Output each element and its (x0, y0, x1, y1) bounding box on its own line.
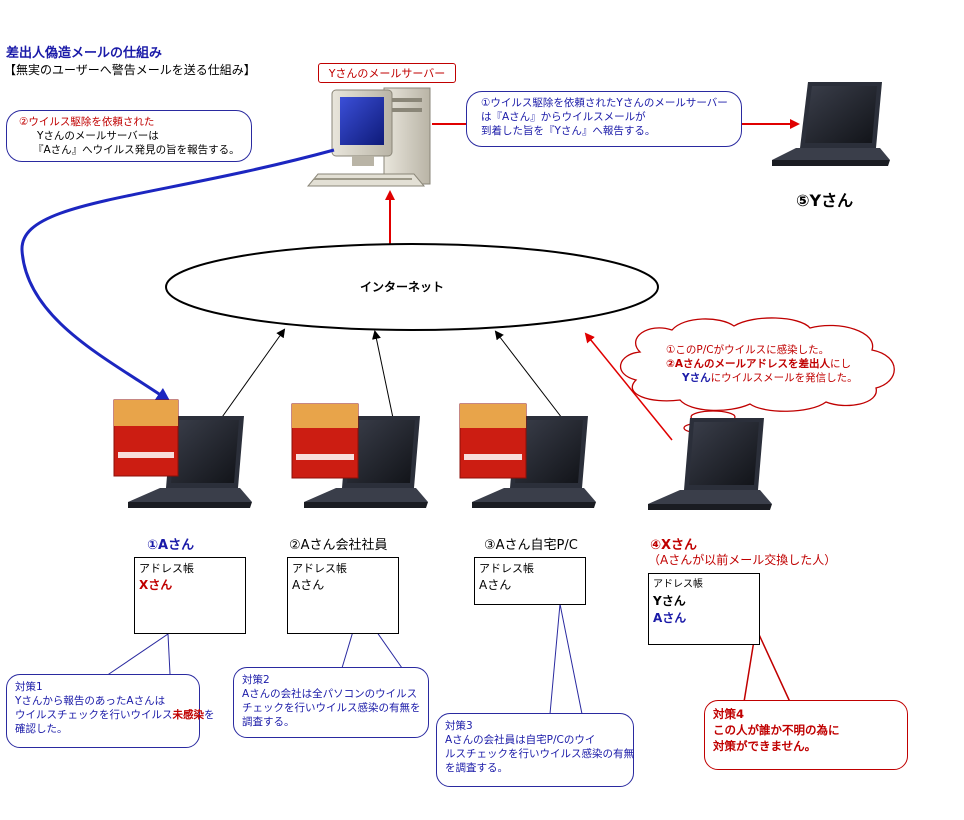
cm1-uninfected: 未感染 (172, 709, 205, 721)
address-book-title: アドレス帳 (653, 579, 703, 590)
cloud-line-1: ①このP/Cがウイルスに感染した。 (666, 344, 830, 356)
machine-label-home: ③Aさん自宅P/C (484, 538, 578, 553)
arrow-company-to-internet (372, 330, 394, 419)
cm4-line: この人が誰か不明の為に (713, 723, 840, 737)
cm2-line: 調査する。 (242, 716, 295, 728)
pointer-c1 (105, 633, 171, 677)
cloud-line-2-rest: にし (830, 358, 852, 370)
machine-label-x: ④Xさん (650, 538, 698, 553)
countermeasure-2: 対策2 Aさんの会社は全パソコンのウイルス チェックを行いウイルス感染の有無を … (233, 667, 429, 738)
cloud-line-3-rest: にウイルスメールを発信した。 (710, 372, 858, 384)
arrow-a-to-internet (219, 328, 286, 421)
address-entry: Aさん (479, 578, 512, 592)
cm1-line: 確認した。 (15, 723, 68, 735)
arrow-home-to-internet (494, 330, 563, 419)
bubble-right-line: 到着した旨を『Yさん』へ報告する。 (481, 125, 656, 137)
cm2-line: チェックを行いウイルス感染の有無を (242, 702, 421, 714)
diagram-title: 差出人偽造メールの仕組み (6, 46, 163, 61)
cm2-title: 対策2 (242, 674, 270, 686)
cm1-line: Yさんから報告のあったAさんは (15, 695, 166, 707)
server-report-to-y-bubble: ①ウイルス駆除を依頼されたYさんのメールサーバー は『Aさん』からウイルスメール… (466, 91, 742, 147)
laptop-company (291, 403, 428, 508)
address-entry: Yさん (653, 594, 686, 608)
mail-server-label: Yさんのメールサーバー (318, 63, 456, 83)
bubble-right-line: は『Aさん』からウイルスメールが (481, 111, 646, 123)
pointer-c3 (549, 603, 583, 715)
cloud-line-2-bold: ②Aさんのメールアドレスを差出人 (666, 358, 831, 370)
laptop-home (459, 403, 596, 508)
address-book-title: アドレス帳 (479, 562, 534, 575)
internet-ellipse (165, 243, 659, 331)
arrow-x-to-internet (584, 332, 673, 441)
cm2-line: Aさんの会社は全パソコンのウイルス (242, 688, 418, 700)
cm4-title: 対策4 (713, 707, 745, 721)
cm3-line: を調査する。 (445, 762, 508, 774)
cm3-line: ルスチェックを行いウイルス感染の有無 (445, 748, 634, 760)
address-book-title: アドレス帳 (292, 562, 347, 575)
address-book-x: アドレス帳 Yさん Aさん (648, 573, 760, 645)
countermeasure-4: 対策4 この人が誰か不明の為に 対策ができません。 (704, 700, 908, 770)
address-book-a: アドレス帳 Xさん (134, 557, 246, 634)
cm4-line: 対策ができません。 (713, 739, 817, 753)
server-report-to-a-bubble: ②ウイルス駆除を依頼された Yさんのメールサーバーは 『Aさん』へウイルス発見の… (6, 110, 252, 162)
machine-label-company: ②Aさん会社社員 (289, 538, 388, 553)
address-entry: Aさん (292, 578, 325, 592)
diagram-subtitle: 【無実のユーザーへ警告メールを送る仕組み】 (4, 63, 256, 77)
machine-label-a: ①Aさん (147, 538, 195, 553)
bubble-right-line: ①ウイルス駆除を依頼されたYさんのメールサーバー (481, 97, 728, 109)
y-machine-label: ⑤Yさん (796, 191, 854, 210)
address-book-home: アドレス帳 Aさん (474, 557, 586, 605)
cm3-line: Aさんの会社員は自宅P/Cのウイ (445, 734, 596, 746)
cm1-line: ウイルスチェックを行いウイルス (15, 709, 173, 721)
server-to-a-curve (20, 148, 335, 402)
internet-label: インターネット (360, 280, 445, 294)
address-book-title: アドレス帳 (139, 562, 194, 575)
laptop-a (113, 399, 252, 508)
machine-sublabel-x: （Aさんが以前メール交換した人） (648, 553, 837, 567)
laptop-x (648, 418, 772, 510)
server-computer (306, 87, 431, 187)
bubble-left-line: 『Aさん』へウイルス発見の旨を報告する。 (33, 144, 240, 156)
address-entry: Aさん (653, 611, 687, 625)
countermeasure-1: 対策1 Yさんから報告のあったAさんは ウイルスチェックを行いウイルス未感染を … (6, 674, 215, 748)
y-laptop (772, 82, 890, 166)
bubble-left-line: Yさんのメールサーバーは (37, 130, 159, 142)
cm1-title: 対策1 (15, 681, 43, 693)
cm1-line: を (204, 709, 215, 721)
address-book-company: アドレス帳 Aさん (287, 557, 399, 634)
address-entry: Xさん (139, 578, 173, 592)
bubble-left-line: ②ウイルス駆除を依頼された (19, 116, 155, 128)
cloud-text: ①このP/Cがウイルスに感染した。 ②Aさんのメールアドレスを差出人にし Yさん… (658, 343, 858, 385)
countermeasure-3: 対策3 Aさんの会社員は自宅P/Cのウイ ルスチェックを行いウイルス感染の有無 … (436, 713, 634, 787)
cm3-title: 対策3 (445, 720, 473, 732)
cloud-line-3-blue: Yさん (682, 372, 711, 384)
